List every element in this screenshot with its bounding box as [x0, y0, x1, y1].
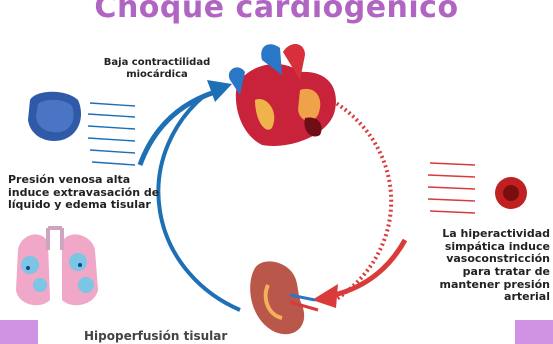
red-arrow-shaft — [330, 240, 405, 296]
red-vessel-icon — [495, 177, 527, 209]
node-label-left: Presión venosa alta induce extravasación… — [8, 174, 168, 212]
heart-icon — [229, 44, 336, 146]
lungs-icon — [16, 228, 98, 305]
corner-accent-bottom-left — [0, 320, 38, 344]
blue-vessel-icon — [28, 92, 81, 141]
kidney-icon — [250, 261, 318, 334]
node-label-top: Baja contractilidad miocárdica — [82, 57, 232, 80]
red-flow-lines — [428, 163, 475, 213]
blue-flow-lines — [88, 103, 135, 165]
node-label-bottom: Hipoperfusión tisular — [84, 330, 284, 344]
cycle-arc-left — [158, 95, 240, 310]
node-label-right: La hiperactividad simpática induce vasoc… — [420, 228, 550, 304]
corner-accent-bottom-right — [515, 320, 553, 344]
red-arrow-head — [312, 284, 338, 308]
